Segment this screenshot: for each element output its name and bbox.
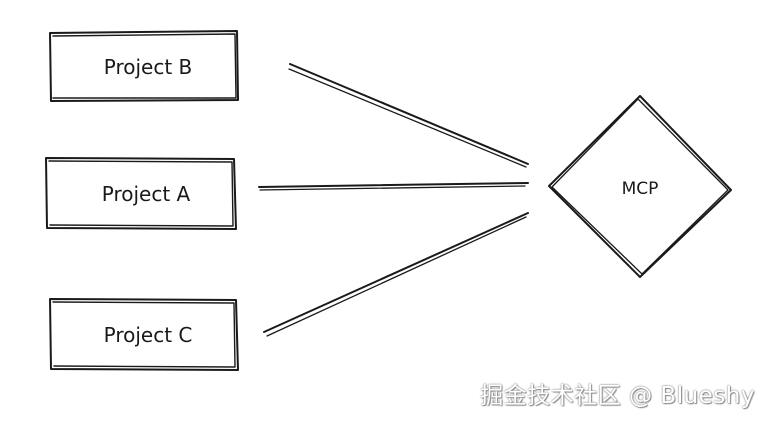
- mcp-diamond: [548, 95, 732, 278]
- edge-project-b-to-mcp: [288, 63, 529, 168]
- project-c-box: [49, 298, 239, 371]
- watermark: 掘金技术社区 @ Blueshy: [480, 383, 755, 409]
- project-c-label: Project C: [104, 323, 193, 347]
- project-b-box: [49, 30, 239, 102]
- mcp-label: MCP: [622, 179, 659, 199]
- edge-project-c-to-mcp: [263, 212, 529, 337]
- edge-project-a-to-mcp: [258, 182, 529, 191]
- project-a-label: Project A: [102, 182, 191, 206]
- project-a-box: [45, 157, 237, 230]
- project-b-label: Project B: [104, 55, 193, 79]
